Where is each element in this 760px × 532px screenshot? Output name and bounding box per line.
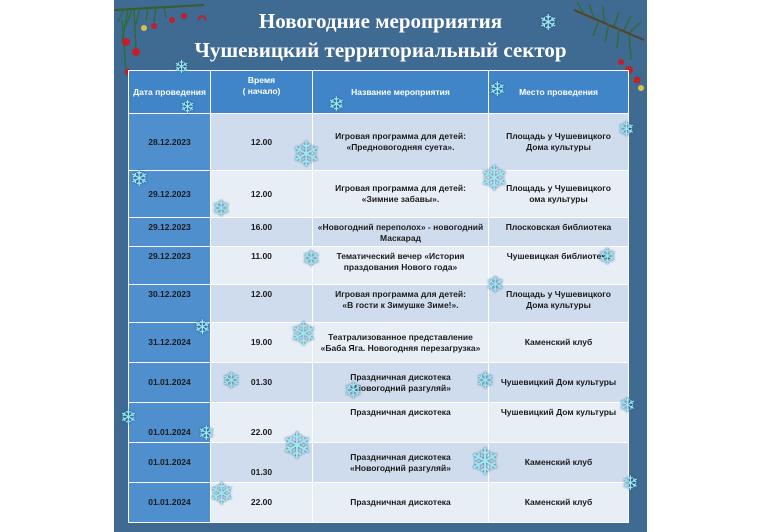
cell-time: 22.00 bbox=[210, 402, 313, 443]
cell-date: 28.12.2023 bbox=[128, 113, 211, 171]
table-row: 29.12.2023 12.00 Игровая программа для д… bbox=[128, 170, 629, 218]
cell-date: 31.12.2024 bbox=[128, 322, 211, 363]
cell-name: Праздничная дискотека bbox=[312, 482, 489, 523]
cell-place: Чушевицкий Дом культуры bbox=[488, 402, 629, 443]
cell-place: Каменский клуб bbox=[488, 442, 629, 483]
cell-place: Площадь у Чушевицкого Дома культуры bbox=[488, 113, 629, 171]
cell-place: Площадь у Чушевицкого ома культуры bbox=[488, 170, 629, 218]
cell-place: Чушевицкая библиотека bbox=[488, 246, 629, 285]
cell-name: Игровая программа для детей: «Зимние заб… bbox=[312, 170, 489, 218]
table-row: 01.01.2024 22.00 Праздничная дискотека К… bbox=[128, 482, 629, 523]
christmas-branch-icon bbox=[573, 1, 645, 91]
poster-title: Новогодние мероприятия bbox=[258, 9, 503, 33]
table-row: 01.01.2024 01.30 Праздничная дискотека «… bbox=[128, 362, 629, 403]
cell-date: 01.01.2024 bbox=[128, 362, 211, 403]
table-row: 31.12.2024 19.00 Театрализованное предст… bbox=[128, 322, 629, 363]
cell-time: 22.00 bbox=[210, 482, 313, 523]
cell-time: 12.00 bbox=[210, 284, 313, 323]
cell-name: Праздничная дискотека «Новогодний разгул… bbox=[312, 442, 489, 483]
cell-time: 12.00 bbox=[210, 113, 313, 171]
table-row: 01.01.2024 22.00 Праздничная дискотека Ч… bbox=[128, 402, 629, 443]
cell-place: Площадь у Чушевицкого Дома культуры bbox=[488, 284, 629, 323]
cell-date: 01.01.2024 bbox=[128, 442, 211, 483]
header-name: Название мероприятия bbox=[312, 70, 489, 114]
events-table: Дата проведения Время ( начало) Название… bbox=[128, 70, 629, 523]
table-row: 01.01.2024 01.30 Праздничная дискотека «… bbox=[128, 442, 629, 483]
cell-place: Каменский клуб bbox=[488, 322, 629, 363]
header-time: Время ( начало) bbox=[210, 70, 313, 114]
cell-name: Игровая программа для детей: «Преднового… bbox=[312, 113, 489, 171]
cell-place: Каменский клуб bbox=[488, 482, 629, 523]
table-header-row: Дата проведения Время ( начало) Название… bbox=[128, 70, 629, 114]
cell-name: Игровая программа для детей: «В гости к … bbox=[312, 284, 489, 323]
event-poster: Новогодние мероприятия Чушевицкий террит… bbox=[114, 0, 647, 532]
cell-time: 01.30 bbox=[210, 442, 313, 483]
cell-place: Плосковская библиотека bbox=[488, 217, 629, 247]
header-place: Место проведения bbox=[488, 70, 629, 114]
cell-place: Чушевицкий Дом культуры bbox=[488, 362, 629, 403]
cell-time: 11.00 bbox=[210, 246, 313, 285]
header-date: Дата проведения bbox=[128, 70, 211, 114]
cell-name: Тематический вечер «История праздования … bbox=[312, 246, 489, 285]
cell-name: Театрализованное представление «Баба Яга… bbox=[312, 322, 489, 363]
table-row: 28.12.2023 12.00 Игровая программа для д… bbox=[128, 113, 629, 171]
table-row: 29.12.2023 16.00 «Новогодний переполох» … bbox=[128, 217, 629, 247]
table-row: 29.12.2023 11.00 Тематический вечер «Ист… bbox=[128, 246, 629, 285]
cell-name: Праздничная дискотека bbox=[312, 402, 489, 443]
cell-date: 30.12.2023 bbox=[128, 284, 211, 323]
cell-name: Праздничная дискотека «Новогодний разгул… bbox=[312, 362, 489, 403]
cell-time: 12.00 bbox=[210, 170, 313, 218]
cell-date: 01.01.2024 bbox=[128, 482, 211, 523]
cell-date: 29.12.2023 bbox=[128, 246, 211, 285]
poster-subtitle: Чушевицкий территориальный сектор bbox=[194, 38, 567, 62]
table-row: 30.12.2023 12.00 Игровая программа для д… bbox=[128, 284, 629, 323]
cell-date: 29.12.2023 bbox=[128, 170, 211, 218]
cell-time: 01.30 bbox=[210, 362, 313, 403]
cell-date: 29.12.2023 bbox=[128, 217, 211, 247]
cell-time: 19.00 bbox=[210, 322, 313, 363]
cell-name: «Новогодний переполох» - новогодний Маск… bbox=[312, 217, 489, 247]
cell-date: 01.01.2024 bbox=[128, 402, 211, 443]
cell-time: 16.00 bbox=[210, 217, 313, 247]
